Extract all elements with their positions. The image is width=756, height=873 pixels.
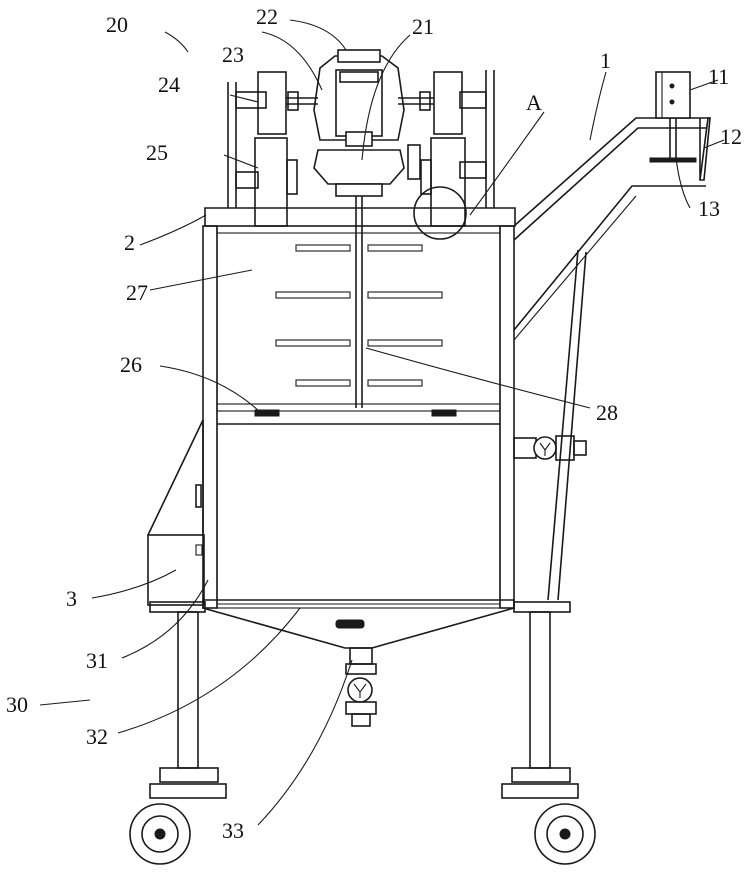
label-13: 13 [698, 196, 720, 221]
leg-left [130, 612, 226, 864]
label-20: 20 [106, 12, 128, 37]
stirring-shaft [276, 190, 442, 408]
blade-row-1 [296, 245, 422, 251]
tank-body [150, 208, 570, 648]
blade-row-4 [296, 380, 422, 386]
gear-25-left [255, 138, 297, 226]
label-3: 3 [66, 586, 77, 611]
label-26: 26 [120, 352, 142, 377]
label-22: 22 [256, 4, 278, 29]
blade-row-2 [276, 292, 442, 298]
blade-row-3 [276, 340, 442, 346]
label-11: 11 [708, 64, 729, 89]
label-25: 25 [146, 140, 168, 165]
detail-circle-A [414, 187, 466, 239]
leg-right [502, 612, 595, 864]
gear-25-right [421, 138, 465, 226]
label-30: 30 [6, 692, 28, 717]
label-33: 33 [222, 818, 244, 843]
label-32: 32 [86, 724, 108, 749]
feed-chute-1 [514, 118, 710, 600]
label-27: 27 [126, 280, 148, 305]
label-21: 21 [412, 14, 434, 39]
cylinder-11 [650, 72, 696, 162]
label-12: 12 [720, 124, 742, 149]
gear-24-left [258, 72, 286, 134]
bevel-gear-22 [314, 50, 404, 140]
label-23: 23 [222, 42, 244, 67]
side-valve [514, 436, 586, 460]
gear-24-right [434, 72, 462, 134]
label-2: 2 [124, 230, 135, 255]
label-1: 1 [600, 48, 611, 73]
motor-21 [314, 132, 404, 196]
bottom-valve-33 [336, 620, 376, 726]
label-31: 31 [86, 648, 108, 673]
label-28: 28 [596, 400, 618, 425]
label-A: A [526, 90, 542, 115]
label-24: 24 [158, 72, 180, 97]
side-box-3 [148, 420, 204, 605]
